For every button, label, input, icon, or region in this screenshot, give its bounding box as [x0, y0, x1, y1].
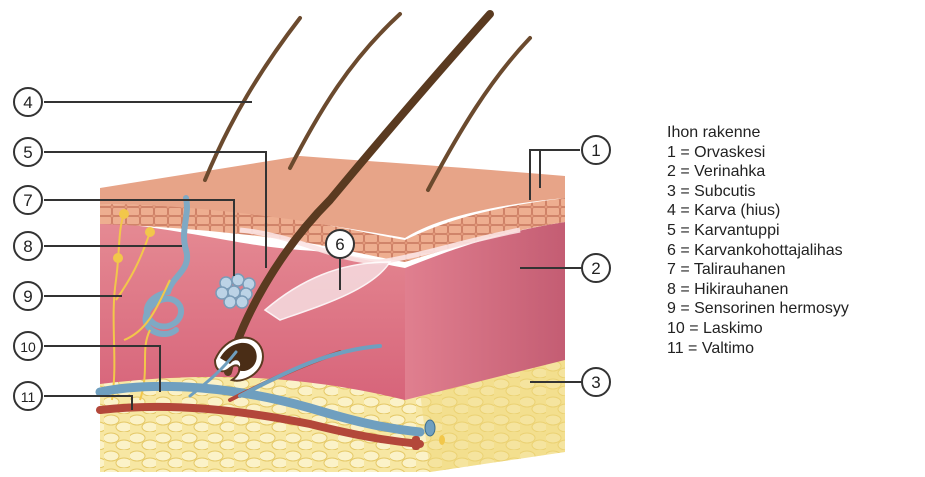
- svg-text:2: 2: [591, 259, 600, 278]
- legend-item: 5 = Karvantuppi: [667, 221, 922, 241]
- callout-5: 5: [14, 138, 42, 166]
- legend-item: 7 = Talirauhanen: [667, 260, 922, 280]
- callout-6: 6: [326, 230, 354, 258]
- callout-1: 1: [582, 136, 610, 164]
- svg-text:9: 9: [23, 287, 32, 306]
- svg-text:10: 10: [20, 339, 36, 355]
- legend-item: 6 = Karvankohottajalihas: [667, 241, 922, 261]
- svg-text:5: 5: [23, 143, 32, 162]
- legend-item: 3 = Subcutis: [667, 182, 922, 202]
- callout-7: 7: [14, 186, 42, 214]
- legend-title: Ihon rakenne: [667, 123, 922, 143]
- svg-text:4: 4: [23, 93, 32, 112]
- svg-text:3: 3: [591, 373, 600, 392]
- svg-text:8: 8: [23, 237, 32, 256]
- legend-item: 11 = Valtimo: [667, 339, 922, 359]
- legend-item: 4 = Karva (hius): [667, 201, 922, 221]
- callout-8: 8: [14, 232, 42, 260]
- callout-10: 10: [14, 332, 42, 360]
- legend-item: 2 = Verinahka: [667, 162, 922, 182]
- svg-text:1: 1: [591, 141, 600, 160]
- callout-3: 3: [582, 368, 610, 396]
- callout-2: 2: [582, 254, 610, 282]
- callout-11: 11: [14, 382, 42, 410]
- legend-item: 1 = Orvaskesi: [667, 143, 922, 163]
- callout-4: 4: [14, 88, 42, 116]
- legend-item: 10 = Laskimo: [667, 319, 922, 339]
- callout-9: 9: [14, 282, 42, 310]
- legend-item: 9 = Sensorinen hermosyy: [667, 299, 922, 319]
- legend: Ihon rakenne 1 = Orvaskesi 2 = Verinahka…: [667, 123, 922, 358]
- legend-item: 8 = Hikirauhanen: [667, 280, 922, 300]
- svg-text:6: 6: [335, 235, 344, 254]
- svg-text:7: 7: [23, 191, 32, 210]
- svg-text:11: 11: [21, 389, 36, 405]
